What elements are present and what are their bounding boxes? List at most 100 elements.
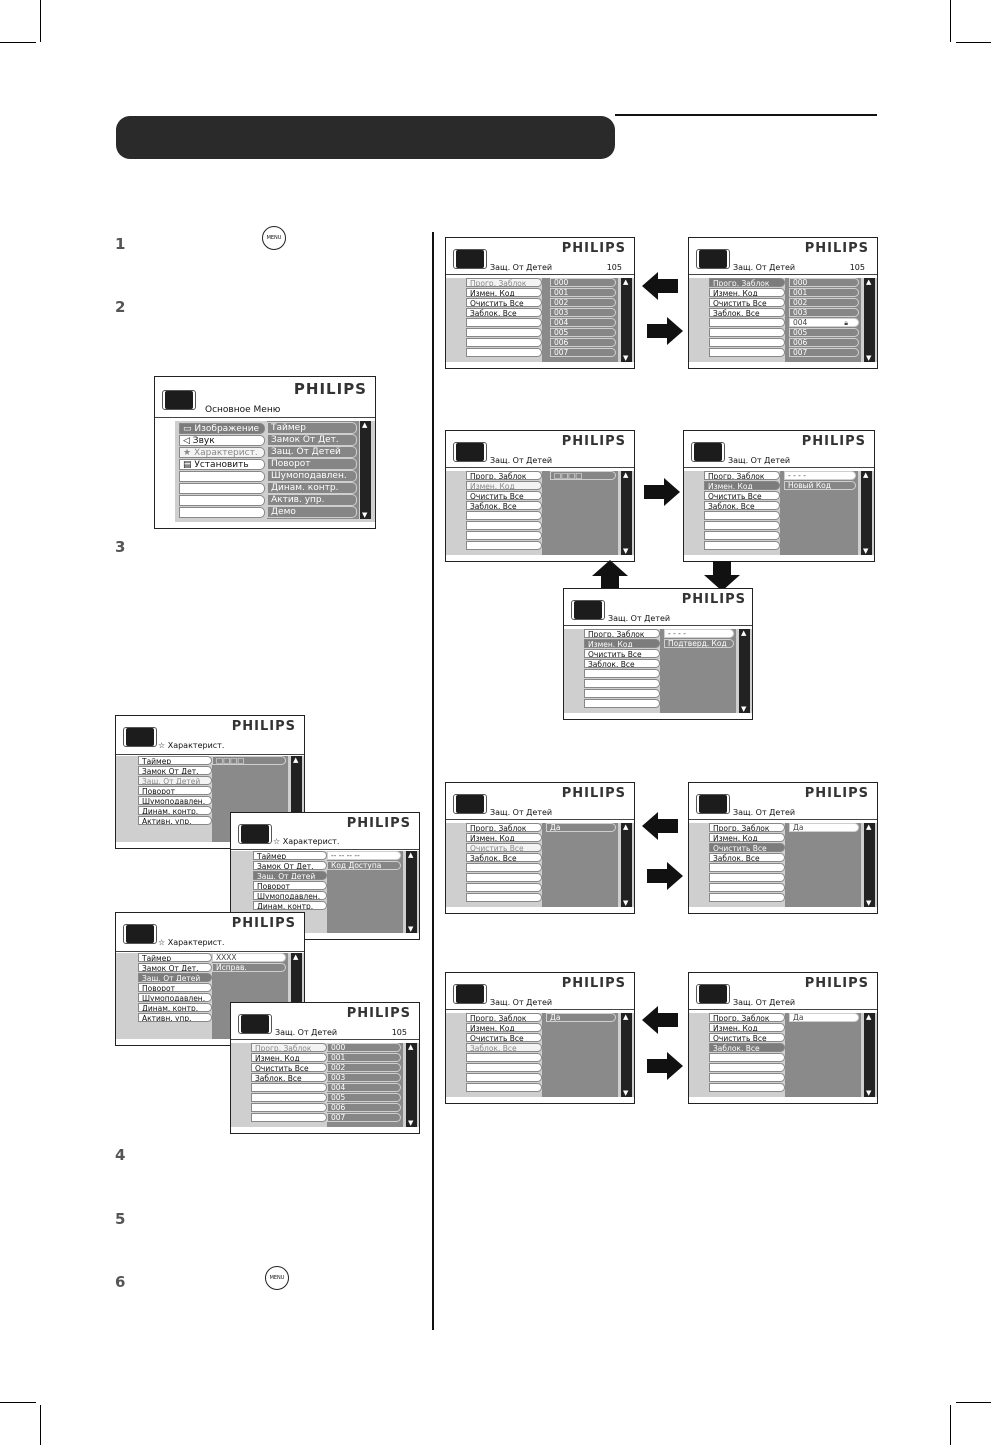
- submenu-item[interactable]: Динам. контр.: [267, 482, 357, 494]
- menu-item-clear-all[interactable]: Очистить Все: [709, 1033, 785, 1042]
- channel-item[interactable]: 003: [327, 1073, 401, 1082]
- channel-item[interactable]: 007: [789, 348, 859, 357]
- scrollbar[interactable]: [864, 278, 875, 362]
- menu-item-lock-all[interactable]: Заблок. Все: [251, 1073, 327, 1082]
- submenu-item[interactable]: Актив. упр.: [267, 494, 357, 506]
- scrollbar[interactable]: [406, 1043, 417, 1127]
- menu-item[interactable]: Шумоподавлен.: [138, 993, 212, 1002]
- menu-item-lock-all[interactable]: Заблок. Все: [466, 1043, 542, 1052]
- menu-item-change-code[interactable]: Измен. Код: [466, 833, 542, 842]
- menu-item-change-code[interactable]: Измен. Код: [709, 1023, 785, 1032]
- menu-item-clear-all[interactable]: Очистить Все: [466, 491, 542, 500]
- menu-item-program-lock[interactable]: Прогр. Заблок: [709, 278, 785, 287]
- menu-item[interactable]: Поворот: [138, 786, 212, 795]
- channel-item[interactable]: 007: [550, 348, 616, 357]
- channel-item[interactable]: 002: [327, 1063, 401, 1072]
- menu-item-change-code[interactable]: Измен. Код: [584, 639, 660, 648]
- channel-item[interactable]: 005: [327, 1093, 401, 1102]
- submenu-item[interactable]: Защ. От Детей: [267, 446, 357, 458]
- menu-item[interactable]: Таймер: [253, 851, 327, 860]
- menu-item-lock-all[interactable]: Заблок. Все: [704, 501, 780, 510]
- menu-item-clear-all[interactable]: Очистить Все: [466, 298, 542, 307]
- menu-item-clear-all[interactable]: Очистить Все: [466, 843, 542, 852]
- channel-item[interactable]: 000: [327, 1043, 401, 1052]
- menu-item-lock-all[interactable]: Заблок. Все: [709, 1043, 785, 1052]
- menu-item-program-lock[interactable]: Прогр. Заблок: [466, 471, 542, 480]
- yes-value[interactable]: Да: [789, 823, 859, 832]
- menu-item[interactable]: Замок От Дет.: [138, 963, 212, 972]
- menu-item[interactable]: Таймер: [138, 756, 212, 765]
- menu-item-clear-all[interactable]: Очистить Все: [584, 649, 660, 658]
- scrollbar[interactable]: [861, 471, 872, 555]
- channel-item[interactable]: 002: [550, 298, 616, 307]
- menu-item-program-lock[interactable]: Прогр. Заблок: [466, 823, 542, 832]
- menu-item-change-code[interactable]: Измен. Код: [466, 288, 542, 297]
- scrollbar[interactable]: [864, 1013, 875, 1097]
- menu-item[interactable]: Защ. От Детей: [138, 973, 212, 982]
- yes-value[interactable]: Да: [789, 1013, 859, 1022]
- channel-item[interactable]: 006: [789, 338, 859, 347]
- channel-item[interactable]: 000: [550, 278, 616, 287]
- channel-item-locked[interactable]: 004🔒︎: [789, 318, 859, 327]
- menu-item-program-lock[interactable]: Прогр. Заблок: [704, 471, 780, 480]
- code-entry[interactable]: -- -- -- --: [327, 851, 401, 860]
- menu-item-picture[interactable]: ▭ Изображение: [179, 423, 265, 434]
- menu-item[interactable]: Шумоподавлен.: [138, 796, 212, 805]
- submenu-item[interactable]: Демо: [267, 506, 357, 518]
- channel-item[interactable]: 001: [550, 288, 616, 297]
- menu-item-change-code[interactable]: Измен. Код: [709, 288, 785, 297]
- menu-item-program-lock[interactable]: Прогр. Заблок: [709, 823, 785, 832]
- channel-item[interactable]: 003: [550, 308, 616, 317]
- menu-item-change-code[interactable]: Измен. Код: [704, 481, 780, 490]
- scrollbar[interactable]: [864, 823, 875, 907]
- menu-item[interactable]: Таймер: [138, 953, 212, 962]
- scrollbar[interactable]: [621, 278, 632, 362]
- menu-item-lock-all[interactable]: Заблок. Все: [466, 853, 542, 862]
- menu-item[interactable]: Динам. контр.: [138, 806, 212, 815]
- menu-item-clear-all[interactable]: Очистить Все: [251, 1063, 327, 1072]
- menu-item-change-code[interactable]: Измен. Код: [709, 833, 785, 842]
- menu-item[interactable]: Поворот: [138, 983, 212, 992]
- menu-item[interactable]: Активн. упр.: [138, 816, 212, 825]
- menu-item[interactable]: Динам. контр.: [253, 901, 327, 910]
- menu-item-clear-all[interactable]: Очистить Все: [709, 843, 785, 852]
- scrollbar[interactable]: [621, 823, 632, 907]
- menu-item-program-lock[interactable]: Прогр. Заблок: [709, 1013, 785, 1022]
- menu-item-lock-all[interactable]: Заблок. Все: [709, 853, 785, 862]
- menu-item-lock-all[interactable]: Заблок. Все: [466, 308, 542, 317]
- channel-item[interactable]: 007: [327, 1113, 401, 1122]
- menu-item-program-lock[interactable]: Прогр. Заблок: [251, 1043, 327, 1052]
- menu-item-clear-all[interactable]: Очистить Все: [709, 298, 785, 307]
- menu-item-clear-all[interactable]: Очистить Все: [704, 491, 780, 500]
- submenu-item[interactable]: Поворот: [267, 458, 357, 470]
- scrollbar[interactable]: [739, 629, 750, 713]
- channel-item[interactable]: 005: [789, 328, 859, 337]
- menu-item-lock-all[interactable]: Заблок. Все: [709, 308, 785, 317]
- menu-item-lock-all[interactable]: Заблок. Все: [466, 501, 542, 510]
- menu-item[interactable]: Защ. От Детей: [253, 871, 327, 880]
- menu-item[interactable]: Поворот: [253, 881, 327, 890]
- menu-item-sound[interactable]: ◁ Звук: [179, 435, 265, 446]
- scrollbar[interactable]: [621, 1013, 632, 1097]
- scrollbar[interactable]: [360, 421, 371, 519]
- menu-item-features[interactable]: ★ Характерист.: [179, 447, 265, 458]
- channel-item[interactable]: 002: [789, 298, 859, 307]
- menu-item[interactable]: Замок От Дет.: [253, 861, 327, 870]
- menu-item-program-lock[interactable]: Прогр. Заблок: [584, 629, 660, 638]
- channel-item[interactable]: 001: [789, 288, 859, 297]
- scrollbar[interactable]: [406, 851, 417, 933]
- menu-item[interactable]: Активн. упр.: [138, 1013, 212, 1022]
- menu-item[interactable]: Шумоподавлен.: [253, 891, 327, 900]
- menu-item-install[interactable]: ▤ Установить: [179, 459, 265, 470]
- submenu-item[interactable]: Замок От Дет.: [267, 434, 357, 446]
- menu-item-clear-all[interactable]: Очистить Все: [466, 1033, 542, 1042]
- submenu-item[interactable]: Шумоподавлен.: [267, 470, 357, 482]
- code-entry[interactable]: XXXX: [212, 953, 286, 962]
- channel-item[interactable]: 005: [550, 328, 616, 337]
- menu-item-program-lock[interactable]: Прогр. Заблок: [466, 278, 542, 287]
- channel-item[interactable]: 004: [550, 318, 616, 327]
- menu-item[interactable]: Защ. От Детей: [138, 776, 212, 785]
- menu-item[interactable]: Замок От Дет.: [138, 766, 212, 775]
- submenu-item[interactable]: Таймер: [267, 422, 357, 434]
- menu-item-change-code[interactable]: Измен. Код: [466, 1023, 542, 1032]
